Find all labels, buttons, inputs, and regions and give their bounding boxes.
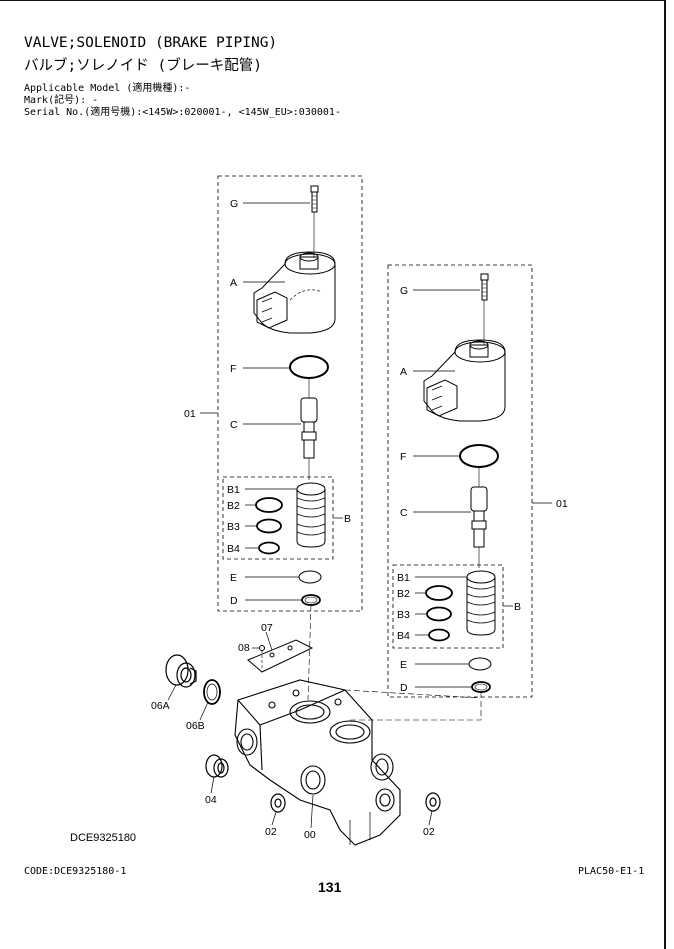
page-right-border xyxy=(664,0,666,949)
label-b3-left: B3 xyxy=(227,521,240,533)
label-b-left: B xyxy=(344,513,351,525)
label-g-left: G xyxy=(230,198,238,210)
gasket-plate-07 xyxy=(247,639,314,673)
page-number: 131 xyxy=(318,879,342,895)
applicable-model: Applicable Model (適用機種):- xyxy=(24,83,191,94)
plug-02-right xyxy=(425,792,441,812)
label-g-right: G xyxy=(400,285,408,297)
label-b1-right: B1 xyxy=(397,572,410,584)
ring-06b xyxy=(203,679,221,705)
screw-08 xyxy=(259,645,265,668)
label-b2-right: B2 xyxy=(397,588,410,600)
left-spool-c xyxy=(300,378,318,459)
footer-code: CODE:DCE9325180-1 xyxy=(24,866,127,877)
label-06a: 06A xyxy=(151,700,170,712)
footer-plac: PLAC50-E1-1 xyxy=(578,866,645,877)
label-01-left: 01 xyxy=(184,408,196,420)
label-e-right: E xyxy=(400,659,407,671)
label-e-left: E xyxy=(230,572,237,584)
title-english: VALVE;SOLENOID (BRAKE PIPING) xyxy=(24,35,278,51)
left-assembly-box xyxy=(217,175,363,612)
mark: Mark(記号): - xyxy=(24,95,99,106)
right-assembly-box xyxy=(387,264,533,698)
left-oring-f xyxy=(289,355,329,379)
left-oring-b3 xyxy=(256,518,282,534)
left-oring-b2 xyxy=(255,497,283,513)
right-spool-c xyxy=(470,467,488,548)
right-oring-b4 xyxy=(428,628,450,642)
page-top-border xyxy=(0,0,666,1)
left-oring-b4 xyxy=(258,541,280,555)
label-b3-right: B3 xyxy=(397,609,410,621)
right-oring-f xyxy=(459,444,499,468)
right-b-group-box xyxy=(392,564,504,649)
label-04: 04 xyxy=(205,794,217,806)
right-screw-g xyxy=(480,273,489,301)
label-b4-right: B4 xyxy=(397,630,410,642)
right-oring-b2 xyxy=(425,585,453,601)
label-a-left: A xyxy=(230,277,237,289)
plug-06a xyxy=(165,654,197,688)
label-f-right: F xyxy=(400,451,406,463)
label-c-left: C xyxy=(230,419,238,431)
left-sleeve-b1 xyxy=(296,482,326,548)
label-b1-left: B1 xyxy=(227,484,240,496)
label-06b: 06B xyxy=(186,720,205,732)
label-08: 08 xyxy=(238,642,250,654)
label-d-left: D xyxy=(230,595,238,607)
left-screw-g xyxy=(310,185,319,213)
label-b4-left: B4 xyxy=(227,543,240,555)
valve-body-00 xyxy=(234,679,401,846)
label-02-right: 02 xyxy=(423,826,435,838)
left-ring-e xyxy=(298,570,322,584)
label-00: 00 xyxy=(304,829,316,841)
drawing-code: DCE9325180 xyxy=(70,832,137,844)
label-01-right: 01 xyxy=(556,498,568,510)
plug-02-left xyxy=(270,793,286,813)
label-b2-left: B2 xyxy=(227,500,240,512)
left-solenoid-a xyxy=(253,251,336,334)
right-ring-e xyxy=(468,657,492,671)
label-f-left: F xyxy=(230,363,236,375)
right-sleeve-b1 xyxy=(466,570,496,636)
label-c-right: C xyxy=(400,507,408,519)
title-japanese: バルブ;ソレノイド (ブレーキ配管) xyxy=(24,58,262,74)
label-07: 07 xyxy=(261,622,273,634)
right-solenoid-a xyxy=(423,339,506,422)
label-b-right: B xyxy=(514,601,521,613)
label-a-right: A xyxy=(400,366,407,378)
right-oring-b3 xyxy=(426,606,452,622)
serial-number: Serial No.(適用号機):<145W>:020001-, <145W_E… xyxy=(24,107,341,118)
plug-04 xyxy=(205,754,229,778)
label-02-left: 02 xyxy=(265,826,277,838)
label-d-right: D xyxy=(400,682,408,694)
